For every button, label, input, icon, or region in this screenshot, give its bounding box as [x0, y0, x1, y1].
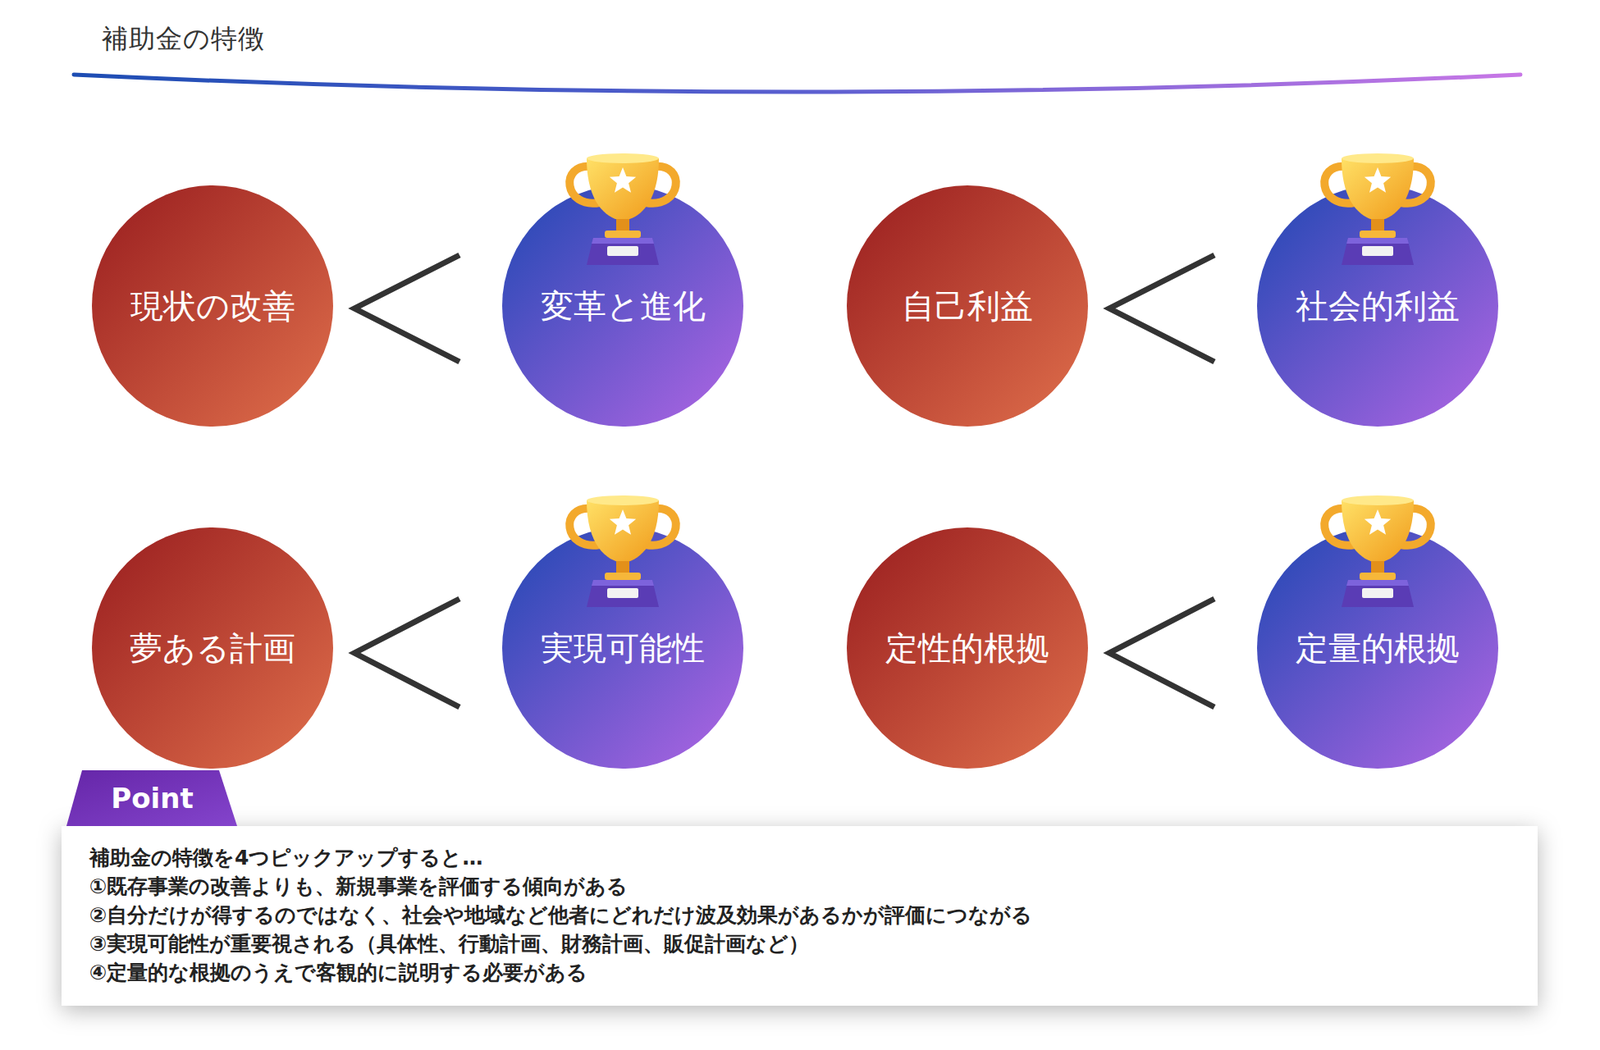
circle-fill: [1257, 185, 1499, 427]
point-tab: [66, 770, 238, 827]
point-tab-label: Point: [110, 781, 193, 815]
preferred-circle: 社会的利益: [1257, 185, 1499, 427]
circle-label: 社会的利益: [1257, 185, 1499, 427]
circle-label: 実現可能性: [502, 527, 744, 769]
point-text-line: ③実現可能性が重要視される（具体性、行動計画、財務計画、販促計画など）: [89, 930, 810, 958]
circle-fill: [502, 527, 744, 769]
circle-fill: [1257, 527, 1499, 769]
less-than-symbol: [354, 255, 460, 362]
circle-label: 自己利益: [846, 185, 1088, 427]
point-text-line: ①既存事業の改善よりも、新規事業を評価する傾向がある: [89, 873, 628, 901]
current-circle: 定性的根拠: [846, 527, 1088, 769]
trophy-icon: [569, 495, 677, 608]
slide-title: 補助金の特徴: [101, 21, 266, 58]
circle-label: 定性的根拠: [846, 527, 1088, 769]
circle-label: 定量的根拠: [1257, 527, 1499, 769]
circle-label: 変革と進化: [502, 185, 744, 427]
point-text-line: ④定量的な根拠のうえで客観的に説明する必要がある: [89, 959, 588, 987]
less-than-symbol: [1109, 255, 1215, 362]
trophy-icon: [1324, 153, 1431, 266]
preferred-circle: 実現可能性: [502, 527, 744, 769]
trophy-icon: [1324, 495, 1431, 608]
less-than-symbol: [354, 598, 460, 708]
current-circle: 自己利益: [846, 185, 1088, 427]
point-text-line: ②自分だけが得するのではなく、社会や地域など他者にどれだけ波及効果があるかが評価…: [89, 901, 1033, 929]
header-rule: [73, 74, 1521, 92]
point-box: [61, 826, 1538, 1006]
circle-fill: [91, 527, 334, 769]
less-than-symbol: [1109, 598, 1215, 708]
circle-label: 夢ある計画: [91, 527, 334, 769]
circle-fill: [846, 185, 1088, 427]
current-circle: 現状の改善: [91, 185, 334, 427]
preferred-circle: 変革と進化: [502, 185, 744, 427]
current-circle: 夢ある計画: [91, 527, 334, 769]
circle-label: 現状の改善: [91, 185, 334, 427]
point-text-line: 補助金の特徴を4つピックアップすると…: [89, 844, 483, 872]
circle-fill: [502, 185, 744, 427]
point-panel: Point 補助金の特徴を4つピックアップすると…①既存事業の改善よりも、新規事業…: [61, 770, 1538, 1006]
circle-fill: [846, 527, 1088, 769]
preferred-circle: 定量的根拠: [1257, 527, 1499, 769]
trophy-icon: [569, 153, 677, 266]
circle-fill: [91, 185, 334, 427]
